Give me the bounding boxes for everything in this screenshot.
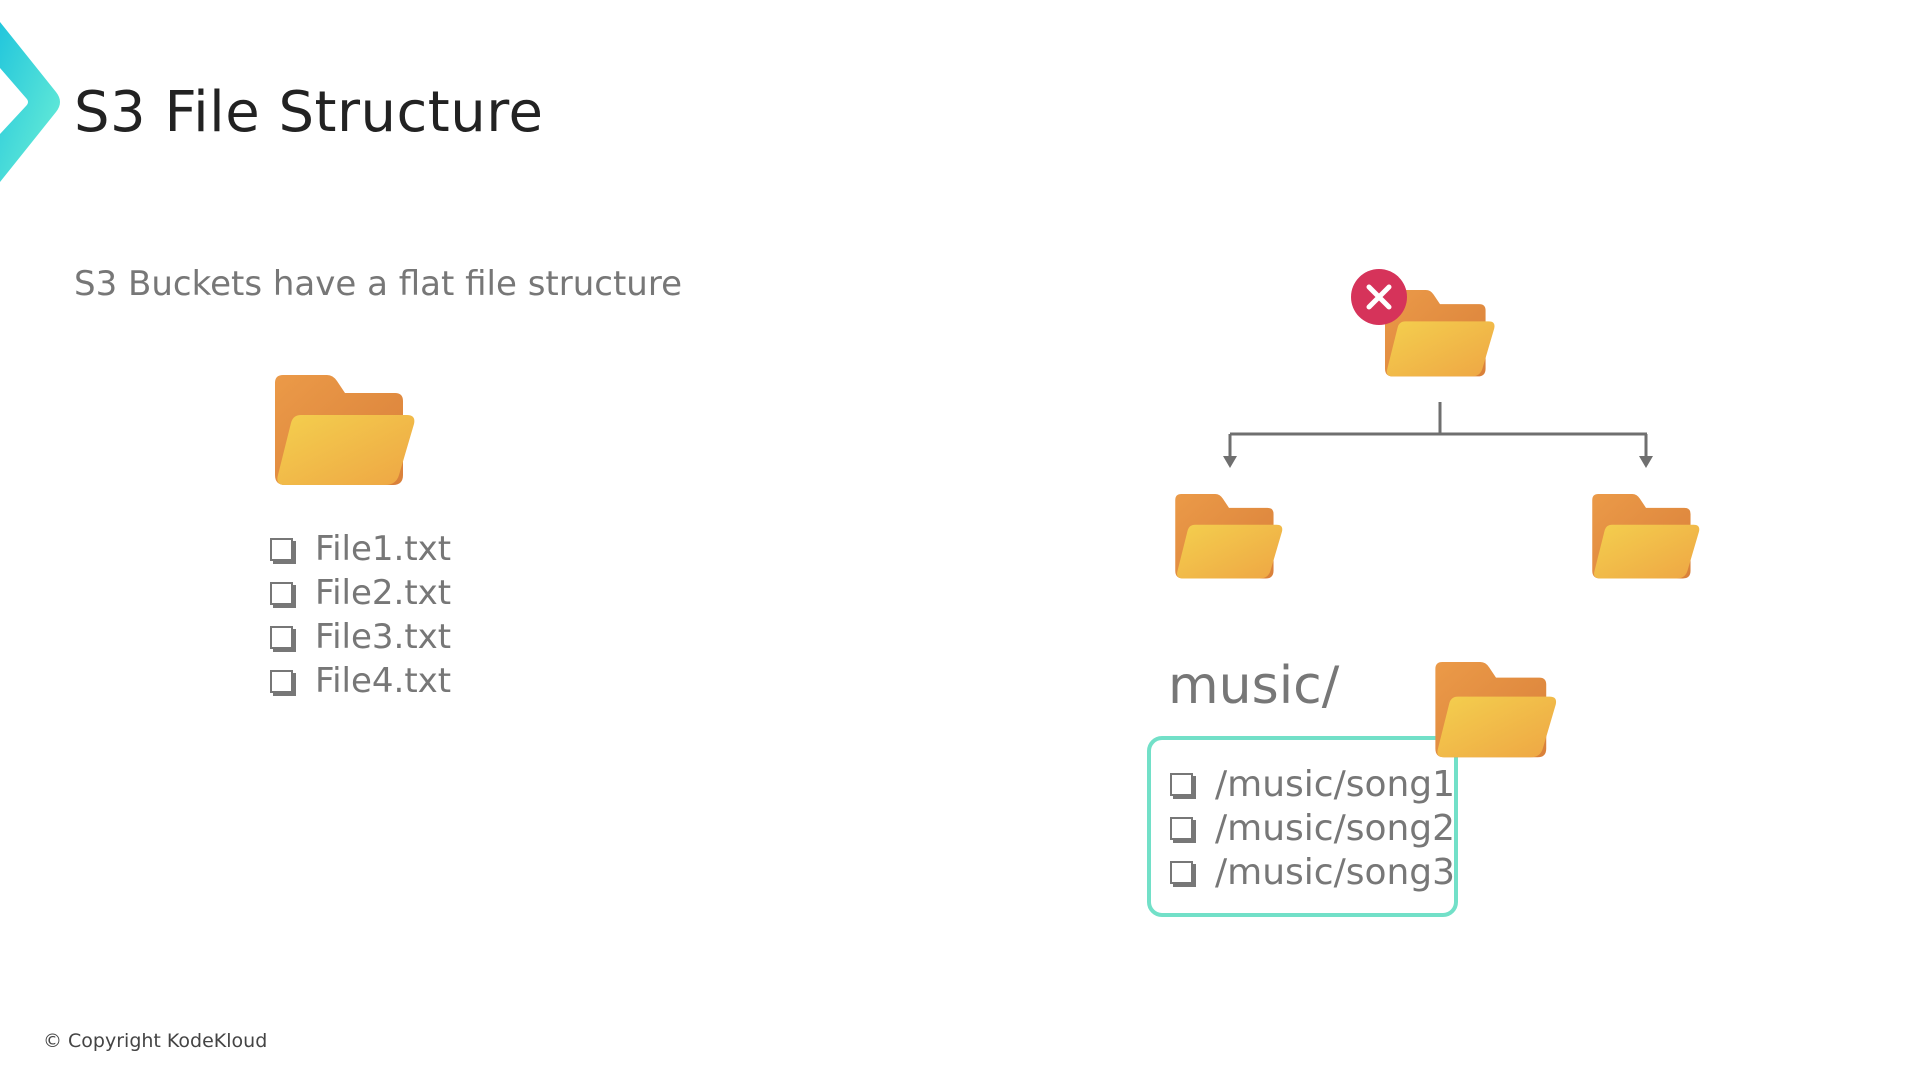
file-icon	[1170, 816, 1193, 840]
brand-chevron-icon	[0, 22, 60, 182]
prefix-objects-box	[1147, 736, 1458, 917]
file-icon	[1170, 772, 1193, 796]
list-item: File1.txt	[270, 527, 451, 571]
list-item: File2.txt	[270, 571, 451, 615]
file-icon	[1170, 860, 1193, 884]
prefix-label: music/	[1168, 656, 1340, 716]
object-key: /music/song1	[1215, 763, 1456, 805]
x-circle-icon	[1351, 269, 1407, 325]
file-icon	[270, 581, 293, 605]
list-item: File3.txt	[270, 615, 451, 659]
subtitle: S3 Buckets have a flat file structure	[74, 264, 682, 304]
object-key: /music/song3	[1215, 851, 1456, 893]
object-key: /music/song2	[1215, 807, 1456, 849]
list-item: /music/song2	[1170, 806, 1455, 850]
copyright-footer: © Copyright KodeKloud	[43, 1030, 268, 1052]
child-folder-icon	[1175, 494, 1283, 580]
file-name: File3.txt	[315, 617, 452, 657]
prefix-folder-icon	[1435, 662, 1557, 759]
list-item: /music/song3	[1170, 850, 1455, 894]
flat-file-list: File1.txt File2.txt File3.txt File4.txt	[270, 527, 451, 703]
file-icon	[270, 537, 293, 561]
list-item: File4.txt	[270, 659, 451, 703]
file-name: File4.txt	[315, 661, 452, 701]
list-item: /music/song1	[1170, 762, 1455, 806]
file-icon	[270, 625, 293, 649]
file-icon	[270, 669, 293, 693]
file-name: File2.txt	[315, 573, 452, 613]
page-title: S3 File Structure	[74, 80, 544, 145]
file-name: File1.txt	[315, 529, 452, 569]
child-folder-icon	[1592, 494, 1700, 580]
prefix-object-list: /music/song1 /music/song2 /music/song3	[1170, 762, 1455, 894]
